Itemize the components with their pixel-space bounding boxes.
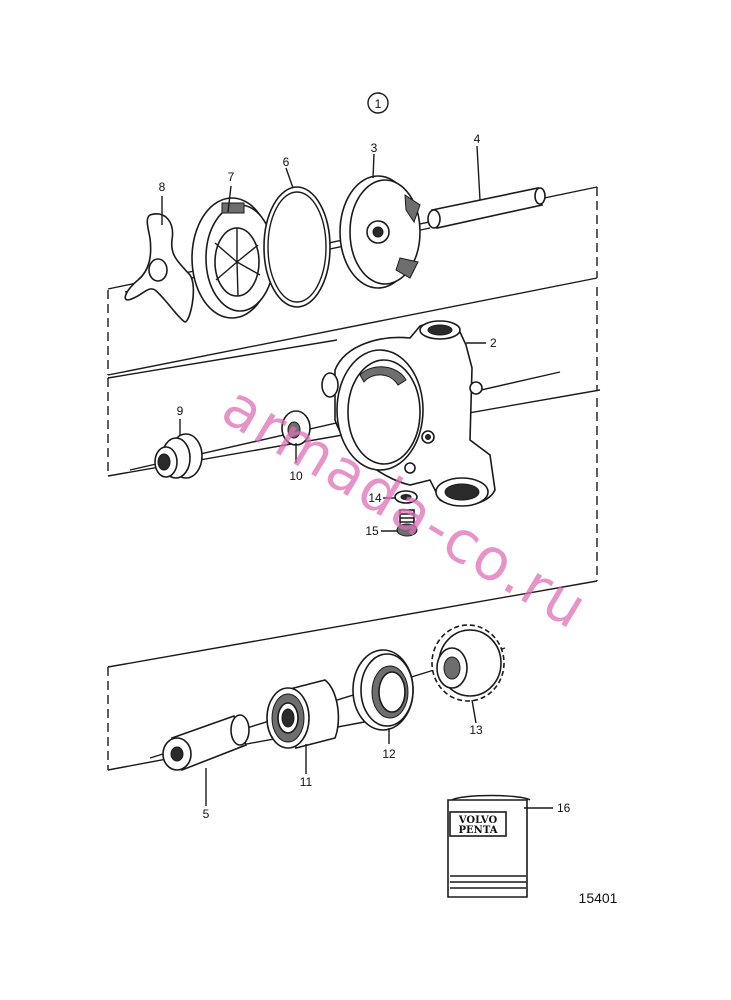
group-marker-label: 1 <box>375 97 382 111</box>
part-gear-13 <box>431 624 505 702</box>
part-bearing-cover-12 <box>352 649 414 731</box>
callout-5: 5 <box>203 807 210 821</box>
part-seal-9 <box>154 433 203 479</box>
callout-13: 13 <box>469 723 483 737</box>
part-cover-3 <box>339 175 421 289</box>
part-bearing-11 <box>266 679 340 749</box>
callout-6: 6 <box>283 155 290 169</box>
part-shaft-4 <box>427 187 546 229</box>
figure-reference-number: 15401 <box>579 890 618 906</box>
part-sleeve-5 <box>162 714 250 772</box>
booklet-logo-line2: PENTA <box>459 825 498 836</box>
callout-10: 10 <box>289 469 303 483</box>
part-washer-14 <box>394 490 418 504</box>
callout-16: 16 <box>557 801 571 815</box>
booklet-logo-line1: VOLVO <box>458 815 498 826</box>
part-impeller-8 <box>124 213 195 323</box>
part-insert-7 <box>191 197 275 319</box>
leader-lines <box>161 145 553 809</box>
callout-2: 2 <box>490 336 497 350</box>
callout-11: 11 <box>300 775 313 789</box>
part-housing-2 <box>321 320 496 507</box>
part-washer-10 <box>281 410 311 446</box>
callout-15: 15 <box>365 524 379 538</box>
callout-14: 14 <box>368 491 382 505</box>
callout-4: 4 <box>474 132 481 146</box>
callouts: 8 7 6 3 4 2 9 10 14 15 13 12 11 5 16 <box>159 132 571 821</box>
callout-3: 3 <box>371 141 378 155</box>
part-oring-6 <box>263 186 331 308</box>
part-booklet-16: VOLVO PENTA <box>447 794 531 898</box>
callout-8: 8 <box>159 180 166 194</box>
callout-12: 12 <box>382 747 396 761</box>
group-marker: 1 <box>367 92 389 114</box>
part-plug-15 <box>396 509 418 537</box>
callout-9: 9 <box>177 404 184 418</box>
callout-7: 7 <box>228 170 235 184</box>
